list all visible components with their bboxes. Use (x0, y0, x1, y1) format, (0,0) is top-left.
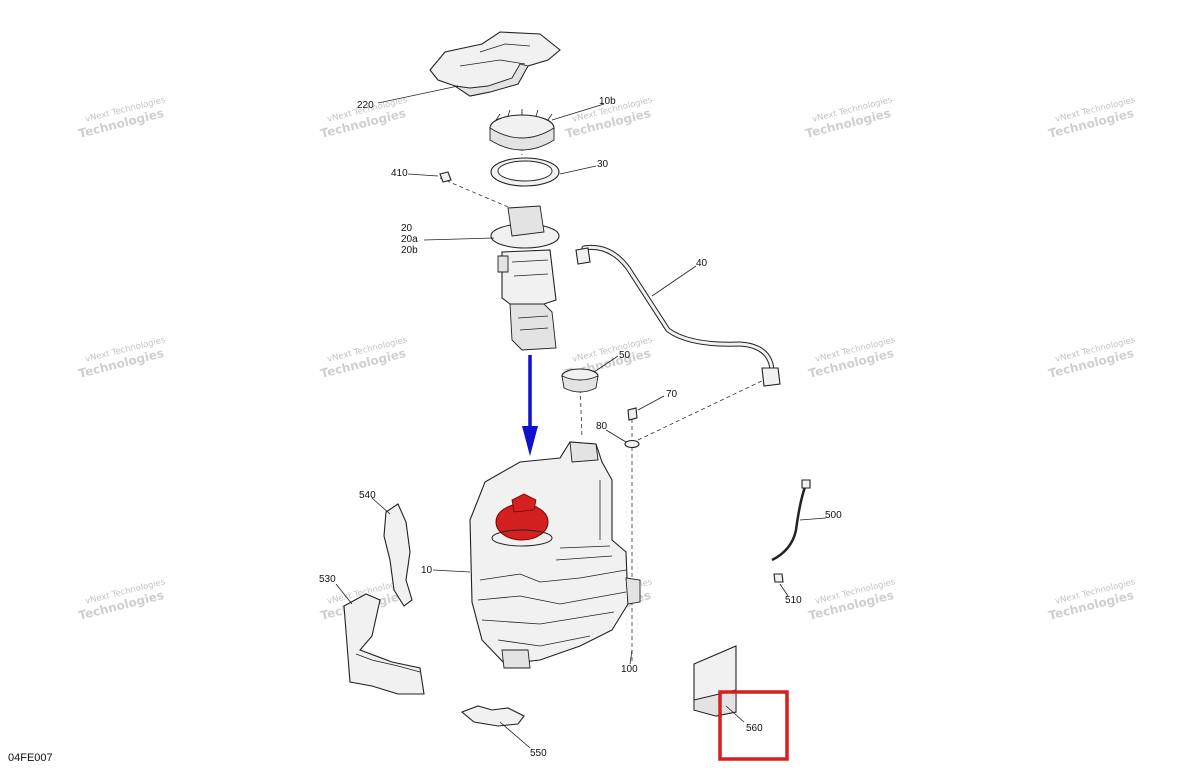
callout-40: 40 (696, 258, 708, 269)
callout-410: 410 (391, 168, 408, 179)
part-20-fuel-pump-module (490, 205, 560, 351)
part-560-skid-plate (693, 645, 737, 717)
part-540-side-guard (383, 503, 413, 607)
callout-20b: 20b (401, 245, 418, 256)
part-500-vent-hose (771, 479, 811, 562)
part-410-clip (439, 171, 452, 183)
callout-20: 20 (401, 223, 413, 234)
guide-line (439, 177, 521, 213)
part-530-deflector (343, 593, 425, 695)
guide-line (637, 377, 769, 441)
part-220-heat-shield (429, 31, 561, 97)
part-70-bolt (627, 407, 638, 421)
callout-540: 540 (359, 490, 376, 501)
install-direction-arrow (522, 355, 538, 456)
part-80-washer (624, 439, 640, 449)
callout-80: 80 (596, 421, 608, 432)
leader-lines (335, 85, 827, 749)
callout-510: 510 (785, 595, 802, 606)
callout-20a: 20a (401, 234, 418, 245)
callout-100: 100 (621, 664, 638, 675)
figure-reference-code: 04FE007 (8, 752, 53, 764)
part-50-cap (561, 368, 599, 393)
callout-70: 70 (666, 389, 678, 400)
callout-10b: 10b (599, 96, 616, 107)
callout-labels: 220 10b 30 410 20 20a 20b 40 50 70 80 54… (319, 96, 842, 759)
callout-560: 560 (746, 723, 763, 734)
highlight-box-560 (718, 690, 789, 761)
part-10b-lock-ring (489, 109, 555, 151)
callout-530: 530 (319, 574, 336, 585)
callout-220: 220 (357, 100, 374, 111)
part-510-clamp (773, 573, 784, 583)
callout-10: 10 (421, 565, 433, 576)
callout-30: 30 (597, 159, 609, 170)
part-10-fuel-tank (469, 441, 641, 669)
part-30-gasket (490, 157, 560, 187)
part-40-fuel-line (575, 244, 781, 387)
part-550-bracket (460, 705, 525, 727)
callout-50: 50 (619, 350, 631, 361)
callout-500: 500 (825, 510, 842, 521)
callout-550: 550 (530, 748, 547, 759)
